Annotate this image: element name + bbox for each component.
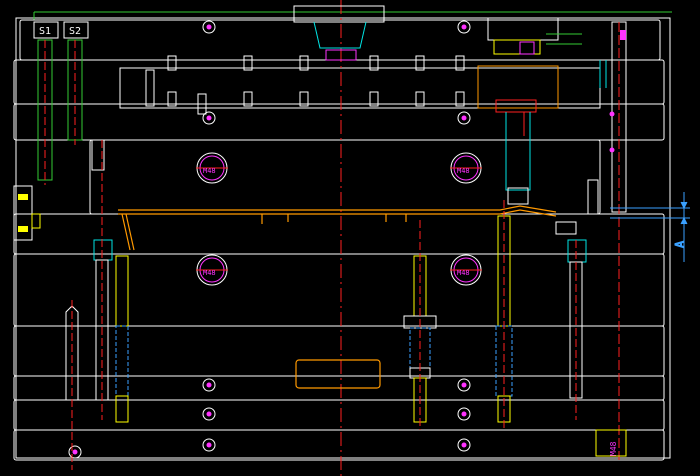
runner-line <box>118 205 557 251</box>
m48-hole-1: M48 <box>196 152 228 184</box>
outer-frame <box>15 11 672 459</box>
label-s1: S1 <box>39 26 51 37</box>
dimension-a: A <box>610 192 690 262</box>
sprue-bushing <box>293 5 385 61</box>
right-ejector-assembly <box>495 179 599 430</box>
slide-mechanism <box>477 17 582 205</box>
left-long-bolts <box>37 39 83 185</box>
cap-screws-top <box>145 55 465 115</box>
m48-hole-4: M48 <box>450 254 482 286</box>
left-guide-assembly <box>13 139 129 470</box>
m48-hole-3: M48 <box>196 254 228 286</box>
label-m48-1: M48 <box>203 167 216 175</box>
m48-hole-2: M48 <box>450 152 482 184</box>
thread-hole-rings <box>68 20 471 459</box>
thread-holes <box>72 24 615 455</box>
m48-holes: M48 M48 M48 M48 <box>196 152 482 286</box>
bottom-clamp-plate <box>13 429 665 461</box>
label-m48-4: M48 <box>457 269 470 277</box>
label-m48-2: M48 <box>457 167 470 175</box>
center-ejector-assembly <box>403 220 437 430</box>
nameplate <box>295 359 381 389</box>
label-dimension-a: A <box>673 240 687 248</box>
label-m48-vertical: M48 <box>609 441 618 456</box>
right-guide: M48 <box>595 21 627 460</box>
cooling-channels <box>599 60 607 88</box>
label-s2: S2 <box>69 26 81 37</box>
label-m48-3: M48 <box>203 269 216 277</box>
stroke-labels: S1 S2 <box>33 21 89 39</box>
